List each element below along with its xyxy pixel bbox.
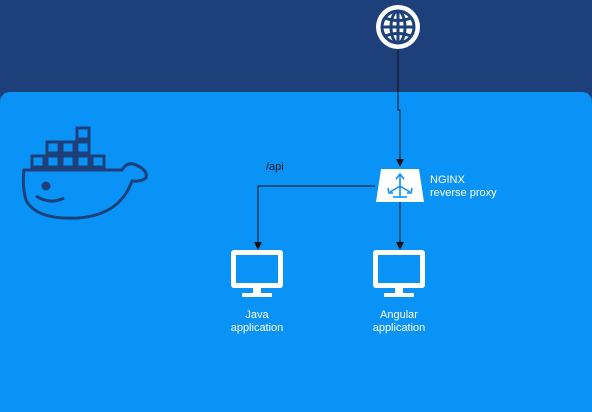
angular-label-line1: Angular bbox=[380, 309, 418, 321]
monitor-icon bbox=[231, 250, 283, 297]
connector-nginx-to-java bbox=[254, 185, 375, 250]
docker-whale-icon bbox=[21, 126, 148, 220]
monitor-icon bbox=[373, 250, 425, 297]
nginx-label-line1: NGINX bbox=[430, 174, 465, 186]
java-label-line1: Java bbox=[245, 309, 269, 321]
docker-container-region bbox=[0, 92, 592, 412]
nginx-label-line2: reverse proxy bbox=[430, 187, 497, 199]
globe-icon bbox=[376, 5, 420, 49]
load-balancer-icon bbox=[376, 169, 424, 202]
connector-internet-to-nginx bbox=[396, 50, 404, 167]
api-route-label: /api bbox=[266, 161, 284, 173]
java-label-line2: application bbox=[230, 322, 284, 334]
angular-label-line2: application bbox=[372, 322, 426, 334]
